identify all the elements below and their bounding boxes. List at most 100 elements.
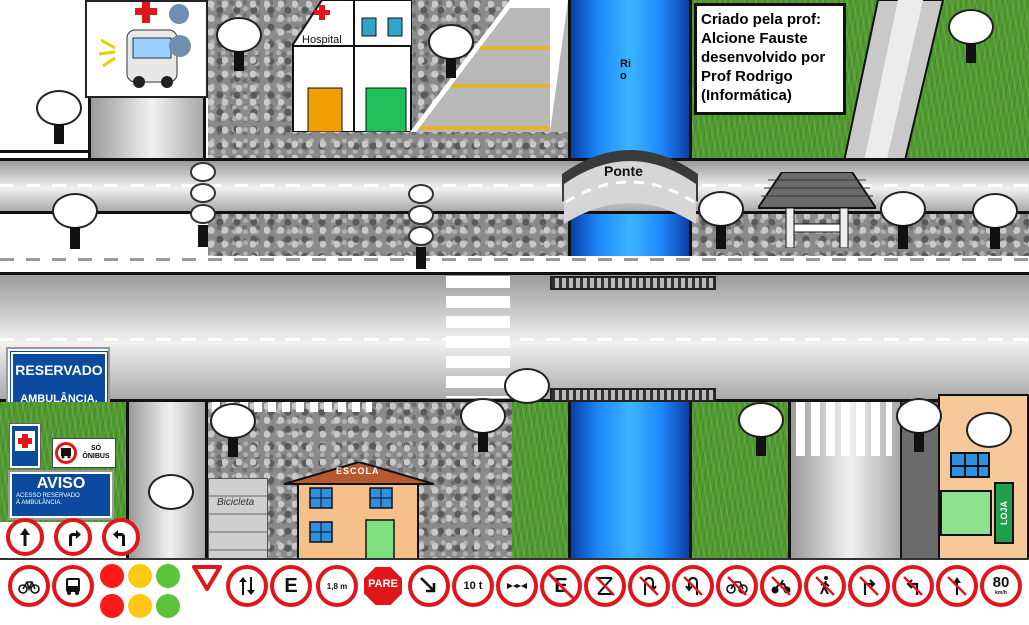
shop-sign: LOJA [994, 482, 1014, 544]
tree [428, 24, 474, 78]
river-south [568, 395, 692, 560]
sign-weight-limit[interactable]: 10 t [452, 565, 494, 607]
sign-no-pedestrians[interactable] [804, 565, 846, 607]
side-street-top-left [88, 98, 206, 160]
sign-arrow-up[interactable] [6, 518, 44, 556]
diagonal-arrow-icon [420, 577, 436, 593]
sign-turn-right[interactable] [54, 518, 92, 556]
sign-no-bicycles[interactable] [716, 565, 758, 607]
yellow-light [128, 564, 152, 588]
sign-parking[interactable]: E [270, 565, 312, 607]
tree [896, 398, 942, 452]
sign-toolbar: E 1,8 m PARE 10 t E [0, 558, 1029, 625]
hospital-cross-sign[interactable] [9, 423, 41, 469]
parking-letter: E [284, 574, 298, 597]
prohibition-slash-icon [546, 571, 576, 601]
tree [210, 403, 256, 457]
turn-right-icon [69, 530, 81, 546]
bus-shelter [756, 171, 878, 249]
sign-no-u-turn-right[interactable] [672, 565, 714, 607]
bike-lane: Bicicleta [208, 478, 268, 560]
crosswalk-main [446, 276, 510, 398]
no-left-turn-icon [903, 576, 923, 596]
no-straight-icon [947, 576, 967, 596]
no-u-turn-icon [639, 576, 659, 596]
no-overtaking-icon [507, 583, 527, 589]
bicycle-icon [18, 581, 40, 594]
bridge-label: Ponte [604, 163, 643, 179]
no-stopping-icon [595, 576, 615, 596]
river-label: Rio [620, 58, 631, 82]
tree [52, 193, 98, 249]
tree [148, 474, 194, 528]
sign-stop[interactable]: PARE [362, 565, 404, 607]
speed-limit-value: 80 [992, 574, 1010, 591]
reservado-sign[interactable]: RESERVADO AMBULÂNCIA. [6, 347, 110, 417]
bike-crosswalk [212, 402, 372, 412]
tree [948, 9, 994, 63]
red-light [100, 594, 124, 618]
school-label: ESCOLA [336, 466, 380, 476]
yield-icon [192, 565, 222, 591]
sign-height-limit[interactable]: 1,8 m [316, 565, 358, 607]
sign-two-way[interactable] [226, 565, 268, 607]
stop-label: PARE [368, 578, 398, 590]
sign-no-motorcycles[interactable] [760, 565, 802, 607]
river [568, 0, 692, 268]
arrow-up-icon [20, 528, 30, 546]
road-separator [0, 256, 1029, 272]
parking-lot [410, 0, 568, 132]
sign-yield[interactable] [192, 565, 222, 591]
crosswalk-east [796, 402, 892, 456]
bus-icon [66, 578, 80, 595]
sign-no-stopping[interactable] [584, 565, 626, 607]
shop-label: LOJA [999, 500, 1010, 526]
weight-limit-value: 10 t [463, 580, 483, 592]
sign-bicycle[interactable] [8, 565, 50, 607]
tree [972, 193, 1018, 249]
tree [966, 412, 1012, 466]
yellow-light [128, 594, 152, 618]
sign-no-right-turn[interactable] [848, 565, 890, 607]
green-light [156, 564, 180, 588]
aviso-sign[interactable]: AVISO ACESSO RESERVADO À AMBULÂNCIA. [8, 470, 114, 520]
street-lamp [190, 162, 218, 247]
bus-only-sign[interactable]: SÓ ÔNIBUS [52, 438, 116, 468]
ambulance-picture [85, 0, 208, 98]
sign-turn-left[interactable] [102, 518, 140, 556]
curb [0, 150, 90, 153]
tree [738, 402, 784, 456]
tree [216, 17, 262, 71]
no-u-turn-right-icon [683, 576, 703, 596]
sign-no-left-turn[interactable] [892, 565, 934, 607]
reservado-title: RESERVADO [15, 361, 103, 378]
bus-icon [61, 448, 71, 459]
credits-text: Criado pela prof: Alcione Fauste desenvo… [701, 11, 826, 104]
red-light [100, 564, 124, 588]
tree [880, 191, 926, 249]
tree [698, 191, 744, 249]
turn-left-icon [113, 530, 125, 546]
aviso-sub: ACESSO RESERVADO À AMBULÂNCIA. [16, 493, 80, 506]
sign-speed-limit[interactable]: 80 km/h [980, 565, 1022, 607]
sign-no-u-turn[interactable] [628, 565, 670, 607]
sign-no-parking[interactable]: E [540, 565, 582, 607]
sign-no-straight[interactable] [936, 565, 978, 607]
bike-lane-label: Bicicleta [217, 497, 255, 508]
shop-window [950, 452, 990, 478]
tree [460, 398, 506, 452]
left-sign-tray [0, 516, 150, 558]
traffic-lights[interactable] [98, 562, 186, 622]
sign-no-overtaking[interactable] [496, 565, 538, 607]
hospital-label: Hospital [302, 34, 342, 46]
stop-icon [362, 565, 404, 607]
lane-marking-main [0, 338, 1029, 341]
two-way-icon [239, 577, 255, 595]
sign-bus[interactable] [52, 565, 94, 607]
sign-diagonal-arrow[interactable] [408, 565, 450, 607]
reservado-sub: AMBULÂNCIA. [20, 392, 98, 405]
aviso-title: AVISO [36, 475, 86, 492]
hospital-building: Hospital [292, 0, 412, 132]
street-lamp [408, 184, 436, 269]
